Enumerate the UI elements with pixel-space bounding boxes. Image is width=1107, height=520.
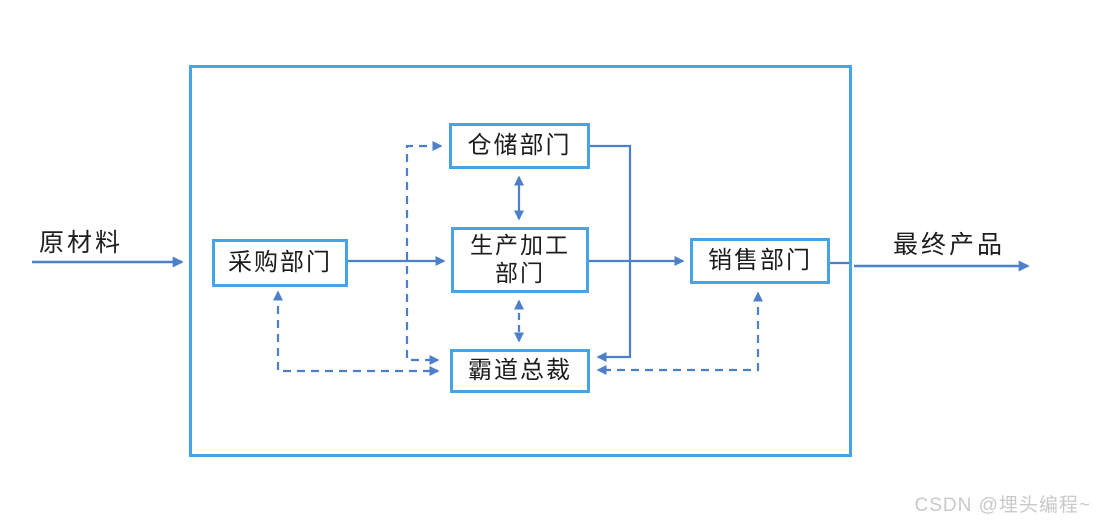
label-raw-material: 原材料 [39, 230, 124, 257]
node-sales-label: 销售部门 [708, 247, 812, 274]
dashed-arrow-sales-ceo [596, 291, 764, 376]
watermark-text: CSDN @埋头编程~ [914, 495, 1091, 516]
node-warehouse-label: 仓储部门 [467, 132, 572, 159]
node-production: 生产加工 部门 [451, 227, 589, 293]
node-sales: 销售部门 [690, 238, 830, 284]
node-ceo-label: 霸道总裁 [468, 357, 572, 384]
node-production-label-line1: 生产加工 [470, 233, 570, 259]
node-production-label-line2: 部门 [495, 261, 545, 286]
system-boundary-box [189, 65, 852, 457]
node-ceo: 霸道总裁 [450, 349, 590, 393]
node-purchasing-label: 采购部门 [228, 249, 332, 276]
node-purchasing: 采购部门 [212, 239, 348, 287]
label-final-product: 最终产品 [893, 232, 1006, 259]
dashed-arrow-purchasing-ceo [272, 290, 440, 377]
node-warehouse: 仓储部门 [449, 123, 590, 169]
dashed-arrow-warehouse-ceo [405, 140, 443, 366]
